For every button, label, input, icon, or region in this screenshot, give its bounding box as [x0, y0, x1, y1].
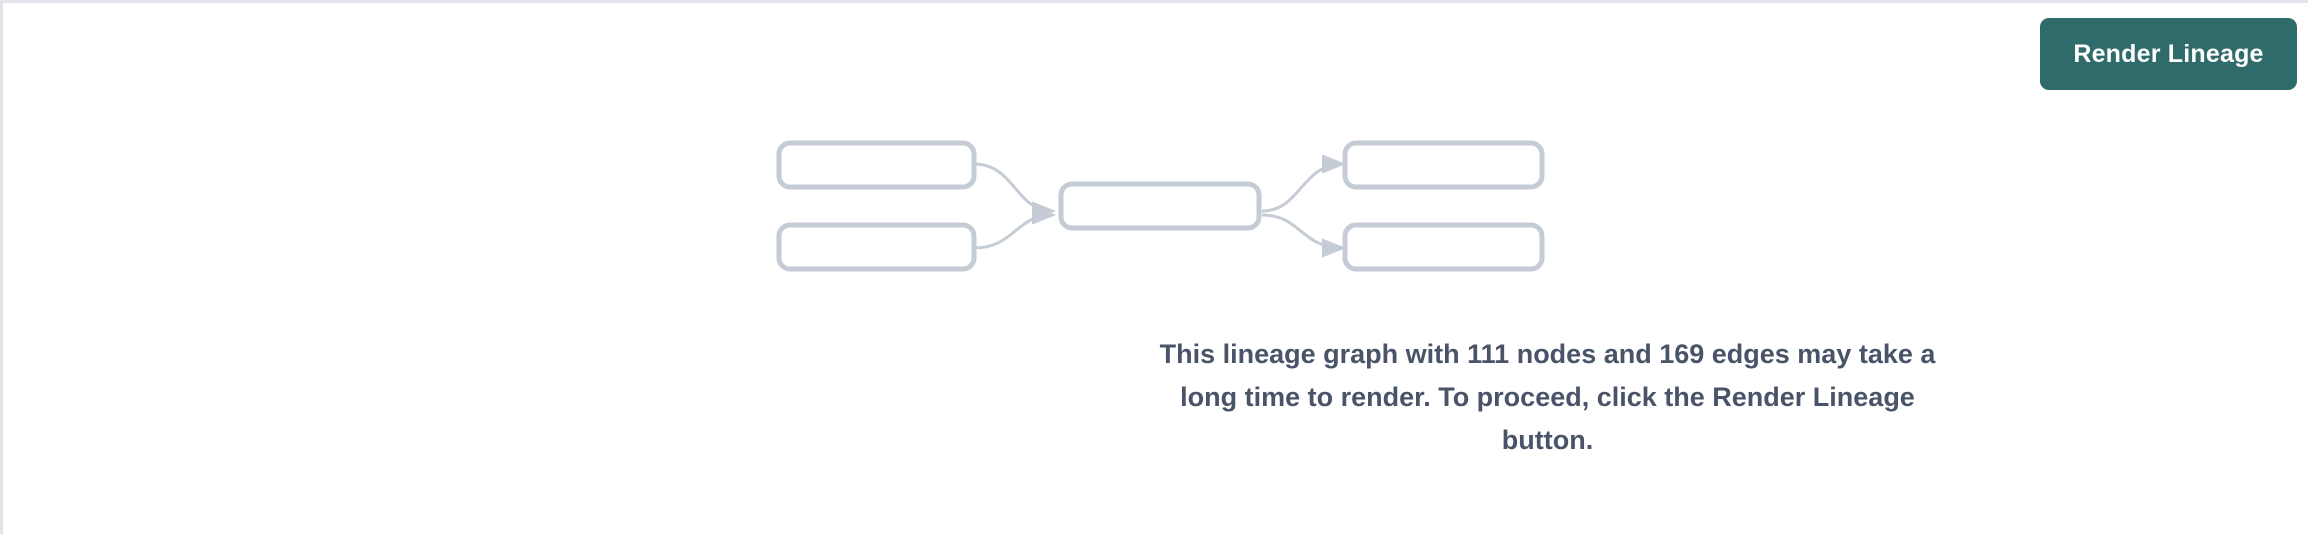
placeholder-node-right-bottom: [1342, 222, 1545, 272]
placeholder-edge-center-right-bottom: [1261, 213, 1346, 258]
render-lineage-button[interactable]: Render Lineage: [2040, 18, 2297, 90]
lineage-graph-placeholder: [765, 131, 1555, 281]
placeholder-edge-left-top-center: [973, 162, 1056, 221]
placeholder-node-left-top: [776, 140, 977, 190]
render-lineage-button-label: Render Lineage: [2073, 39, 2264, 68]
placeholder-edge-left-bottom-center: [973, 205, 1056, 250]
placeholder-node-right-top: [1342, 140, 1545, 190]
placeholder-node-left-bottom: [776, 222, 977, 272]
placeholder-edge-center-right-top: [1261, 154, 1346, 213]
placeholder-node-center: [1058, 181, 1262, 231]
lineage-render-warning-message: This lineage graph with 111 nodes and 16…: [1159, 339, 1936, 455]
